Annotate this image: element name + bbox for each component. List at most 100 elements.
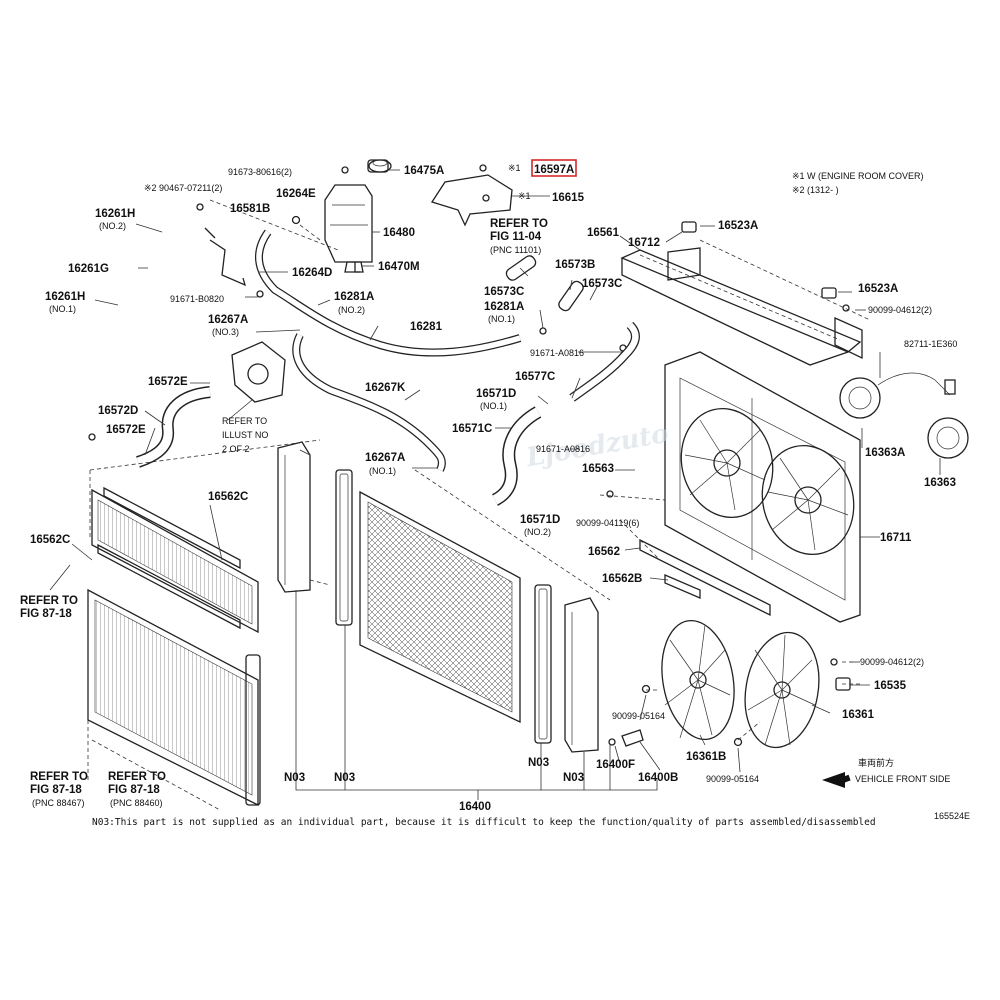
label-refer-8718-a: REFER TO bbox=[20, 595, 78, 607]
label-refer-illust-c: 2 OF 2 bbox=[222, 444, 250, 454]
label-16264e: 16264E bbox=[276, 188, 316, 200]
drain-cock[interactable] bbox=[608, 729, 644, 747]
radiator-core[interactable] bbox=[359, 490, 521, 724]
label-91673-80616: 91673-80616(2) bbox=[228, 167, 292, 177]
label-16577c: 16577C bbox=[515, 371, 555, 383]
label-16475a: 16475A bbox=[404, 165, 444, 177]
label-90099-04119: 90099-04119(6) bbox=[576, 518, 639, 528]
label-16562c-2: 16562C bbox=[30, 534, 70, 546]
fan-shroud[interactable] bbox=[664, 351, 866, 623]
label-16281a-no2: 16281A bbox=[334, 291, 374, 303]
label-91671-a0816-2: 91671-A0816 bbox=[536, 444, 590, 454]
label-n03-d: N03 bbox=[563, 772, 584, 784]
condenser-lower[interactable] bbox=[87, 588, 261, 807]
hose-16577c[interactable] bbox=[569, 321, 640, 402]
label-16581b: 16581B bbox=[230, 203, 270, 215]
bracket-16264d[interactable] bbox=[204, 227, 247, 287]
label-16480: 16480 bbox=[383, 227, 415, 239]
note-2: ※2 (1312- ) bbox=[792, 185, 839, 195]
label-refer-1104-a: REFER TO bbox=[490, 218, 548, 230]
reservoir-tank[interactable] bbox=[324, 159, 389, 273]
note-1: ※1 W (ENGINE ROOM COVER) bbox=[792, 171, 924, 181]
label-16261h-no1: 16261H bbox=[45, 291, 85, 303]
part-labels: 91673-80616(2) 16475A ※1 16597A ※1 16615… bbox=[20, 163, 957, 813]
label-refer-88467-b: FIG 87-18 bbox=[30, 784, 82, 796]
front-jp: 車両前方 bbox=[858, 757, 894, 768]
label-90099-05164-a: 90099-05164 bbox=[612, 711, 665, 721]
label-16361: 16361 bbox=[842, 709, 875, 721]
fan-motor-16363[interactable] bbox=[927, 417, 969, 459]
label-16572e-2: 16572E bbox=[106, 424, 146, 436]
label-16561: 16561 bbox=[587, 227, 620, 239]
label-90467: ※2 90467-07211(2) bbox=[144, 183, 222, 193]
label-16573c-2: 16573C bbox=[582, 278, 622, 290]
diagram-notes: ※1 W (ENGINE ROOM COVER) ※2 (1312- ) 車両前… bbox=[92, 171, 970, 828]
radiator-tank-right[interactable] bbox=[564, 597, 599, 753]
label-16363: 16363 bbox=[924, 477, 956, 489]
label-16267a-no1: 16267A bbox=[365, 452, 405, 464]
seal-16562c[interactable] bbox=[97, 486, 241, 630]
fan-16361b[interactable] bbox=[653, 615, 743, 745]
radiator-seals bbox=[335, 469, 552, 744]
hose-16571c[interactable] bbox=[491, 406, 542, 506]
label-82711: 82711-1E360 bbox=[904, 339, 957, 349]
label-16361b: 16361B bbox=[686, 751, 726, 763]
fan-16361[interactable] bbox=[736, 627, 827, 754]
label-16267a-no3: 16267A bbox=[208, 314, 248, 326]
label-90099-05164-b: 90099-05164 bbox=[706, 774, 759, 784]
label-16572e-1: 16572E bbox=[148, 376, 188, 388]
label-mark1a: ※1 bbox=[508, 163, 521, 173]
label-16535: 16535 bbox=[874, 680, 907, 692]
radiator-tank-left[interactable] bbox=[277, 441, 311, 593]
hose-16572d[interactable] bbox=[136, 386, 211, 468]
clamp-16470m[interactable] bbox=[344, 261, 364, 273]
condenser-upper[interactable] bbox=[91, 488, 259, 634]
label-refer-illust-b: ILLUST NO bbox=[222, 430, 268, 440]
label-16712: 16712 bbox=[628, 237, 660, 249]
label-16571d-no2: 16571D bbox=[520, 514, 560, 526]
label-16571c: 16571C bbox=[452, 423, 492, 435]
hose-16281[interactable] bbox=[255, 229, 522, 357]
label-16281a-no1: 16281A bbox=[484, 301, 524, 313]
label-16261h-no2-sub: (NO.2) bbox=[99, 221, 126, 231]
hose-16261g[interactable] bbox=[117, 230, 164, 308]
label-refer-88467-c: (PNC 88467) bbox=[32, 798, 85, 808]
label-refer-8718-b: FIG 87-18 bbox=[20, 608, 72, 620]
figure-code: 165524E bbox=[934, 811, 970, 821]
label-refer-88467-a: REFER TO bbox=[30, 771, 88, 783]
label-16267a-no1-sub: (NO.1) bbox=[369, 466, 396, 476]
tank-cap[interactable] bbox=[368, 159, 392, 173]
label-refer-1104-b: FIG 11-04 bbox=[490, 231, 542, 243]
highlight-box bbox=[531, 159, 577, 177]
label-16571d-no2-sub: (NO.2) bbox=[524, 527, 551, 537]
label-16571d-no1-sub: (NO.1) bbox=[480, 401, 507, 411]
hose-16267k[interactable] bbox=[292, 333, 446, 472]
assembly-dashes bbox=[87, 199, 871, 811]
label-refer-88460-b: FIG 87-18 bbox=[108, 784, 160, 796]
label-16597a: 16597A bbox=[534, 164, 574, 176]
label-n03-c: N03 bbox=[528, 757, 549, 769]
label-16711: 16711 bbox=[880, 532, 912, 544]
thermostat-housing[interactable] bbox=[231, 341, 286, 403]
front-en: VEHICLE FRONT SIDE bbox=[855, 774, 950, 784]
label-mark1b: ※1 bbox=[518, 191, 531, 201]
label-16562c-1: 16562C bbox=[208, 491, 248, 503]
label-16281: 16281 bbox=[410, 321, 443, 333]
label-16261h-no1-sub: (NO.1) bbox=[49, 304, 76, 314]
label-16261h-no2: 16261H bbox=[95, 208, 135, 220]
cover-16615[interactable] bbox=[430, 174, 513, 227]
seal-16562[interactable] bbox=[639, 538, 771, 617]
bracket-16712[interactable] bbox=[667, 221, 863, 360]
label-refer-illust-a: REFER TO bbox=[222, 416, 267, 426]
label-16562b: 16562B bbox=[602, 573, 642, 585]
label-16562: 16562 bbox=[588, 546, 620, 558]
label-16615: 16615 bbox=[552, 192, 585, 204]
label-16400b: 16400B bbox=[638, 772, 678, 784]
fan-motor-16363a[interactable] bbox=[839, 372, 956, 419]
label-16264d: 16264D bbox=[292, 267, 332, 279]
label-16267k: 16267K bbox=[365, 382, 406, 394]
radiator-support-16561[interactable] bbox=[620, 249, 862, 366]
label-n03-a: N03 bbox=[284, 772, 305, 784]
label-16400: 16400 bbox=[459, 801, 491, 813]
label-16400f: 16400F bbox=[596, 759, 635, 771]
